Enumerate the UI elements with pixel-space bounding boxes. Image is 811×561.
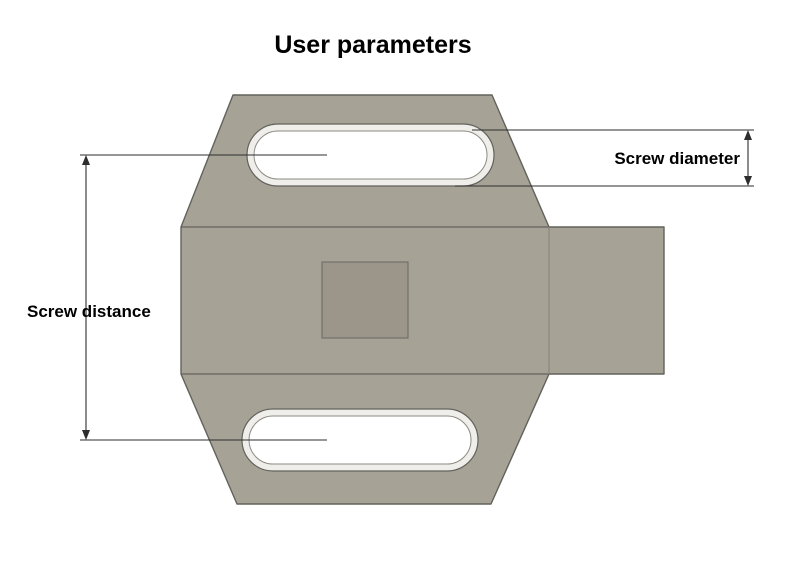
arrow-up-icon (744, 130, 752, 140)
screw-distance-label: Screw distance (27, 302, 151, 321)
bracket-part (180, 94, 665, 505)
top-slot-hole (246, 123, 495, 187)
arrow-down-icon (744, 176, 752, 186)
center-square-boss (321, 261, 409, 339)
arrow-down-icon (82, 430, 90, 440)
arrow-up-icon (82, 155, 90, 165)
screw-diameter-dimension: Screw diameter (455, 129, 754, 187)
screw-distance-dimension: Screw distance (27, 154, 327, 441)
bottom-slot-hole (241, 408, 479, 472)
page-title: User parameters (274, 31, 471, 59)
screw-diameter-label: Screw diameter (614, 149, 740, 168)
